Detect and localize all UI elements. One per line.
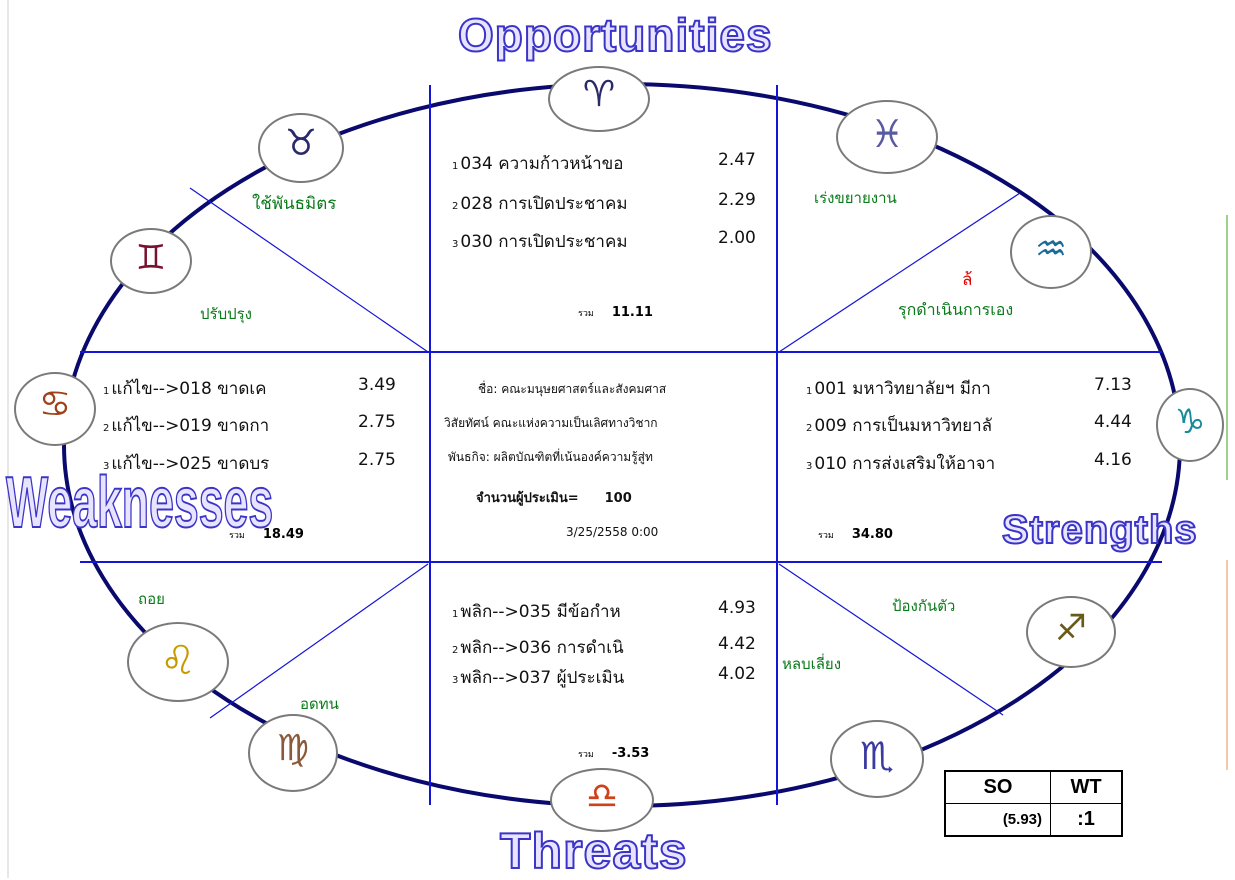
goat-icon: ♑ [1156,388,1224,462]
diagonal-bottom-right [778,563,1004,716]
strategy-bottom-right-inner: หลบเลี่ยง [782,655,842,673]
scales-icon: ♎ [550,768,654,832]
strength-value-2: 4.44 [1094,412,1132,432]
strategy-top-left: ใช้พันธมิตร [252,194,337,214]
strategy-top-left-inner: ปรับปรุง [200,305,253,323]
threats-title: Threats [499,822,688,880]
strategy-bottom-left: ถอย [138,590,165,608]
so-header: SO [944,770,1051,804]
fish-icon: ♓ [836,100,938,174]
strategy-top-right-mark: ล้ [962,270,973,290]
wt-header: WT [1050,770,1123,804]
weakness-value-3: 2.75 [358,450,396,470]
diagonal-top-right [778,192,1021,353]
opportunities-title: Opportunities [457,8,773,62]
threat-value-3: 4.02 [718,664,756,684]
assessor-count: จำนวนผู้ประเมิน=100 [476,491,632,506]
strength-value-3: 4.16 [1094,450,1132,470]
wt-value: :1 [1050,803,1123,837]
org-mission: พันธกิจ: ผลิตบัณฑิตที่เน้นองค์ความรู้สู่… [448,450,653,464]
bull-icon: ♉ [258,113,344,183]
ram-icon: ♈ [548,66,650,132]
weakness-value-2: 2.75 [358,412,396,432]
strategy-top-right: เร่งขยายงาน [814,189,897,207]
gemini-icon: ♊ [110,228,192,294]
virgo-icon: ♍ [248,714,338,792]
so-value: (5.93) [944,803,1051,837]
so-wt-table: SO WT (5.93) :1 [944,770,1123,837]
archer-icon: ♐ [1026,596,1116,668]
strategy-bottom-right: ป้องกันตัว [892,597,956,615]
opportunity-value-1: 2.47 [718,150,756,170]
weaknesses-title: Weaknesses [5,462,274,544]
scorpion-icon: ♏ [830,720,924,798]
strengths-title: Strengths [1001,507,1198,553]
crab-icon: ♋ [14,372,96,446]
opportunity-value-3: 2.00 [718,228,756,248]
water-jar-icon: ♒ [1010,215,1092,289]
lion-icon: ♌ [127,622,229,702]
org-vision: วิสัยทัศน์ คณะแห่งความเป็นเลิศทางวิชาก [444,416,658,430]
strength-value-1: 7.13 [1094,375,1132,395]
threat-value-2: 4.42 [718,634,756,654]
diagonal-bottom-left [209,563,429,719]
diagonal-top-left [189,187,429,353]
assessment-datetime: 3/25/2558 0:00 [566,525,659,539]
threat-value-1: 4.93 [718,598,756,618]
threats-sum: รวม-3.53 [578,746,650,761]
strategy-top-right-inner: รุกดำเนินการเอง [898,300,1014,319]
opportunity-value-2: 2.29 [718,190,756,210]
weakness-value-1: 3.49 [358,375,396,395]
org-name: ชื่อ: คณะมนุษยศาสตร์และสังคมศาส [478,382,667,396]
strategy-bottom-left-inner: อดทน [300,695,339,713]
